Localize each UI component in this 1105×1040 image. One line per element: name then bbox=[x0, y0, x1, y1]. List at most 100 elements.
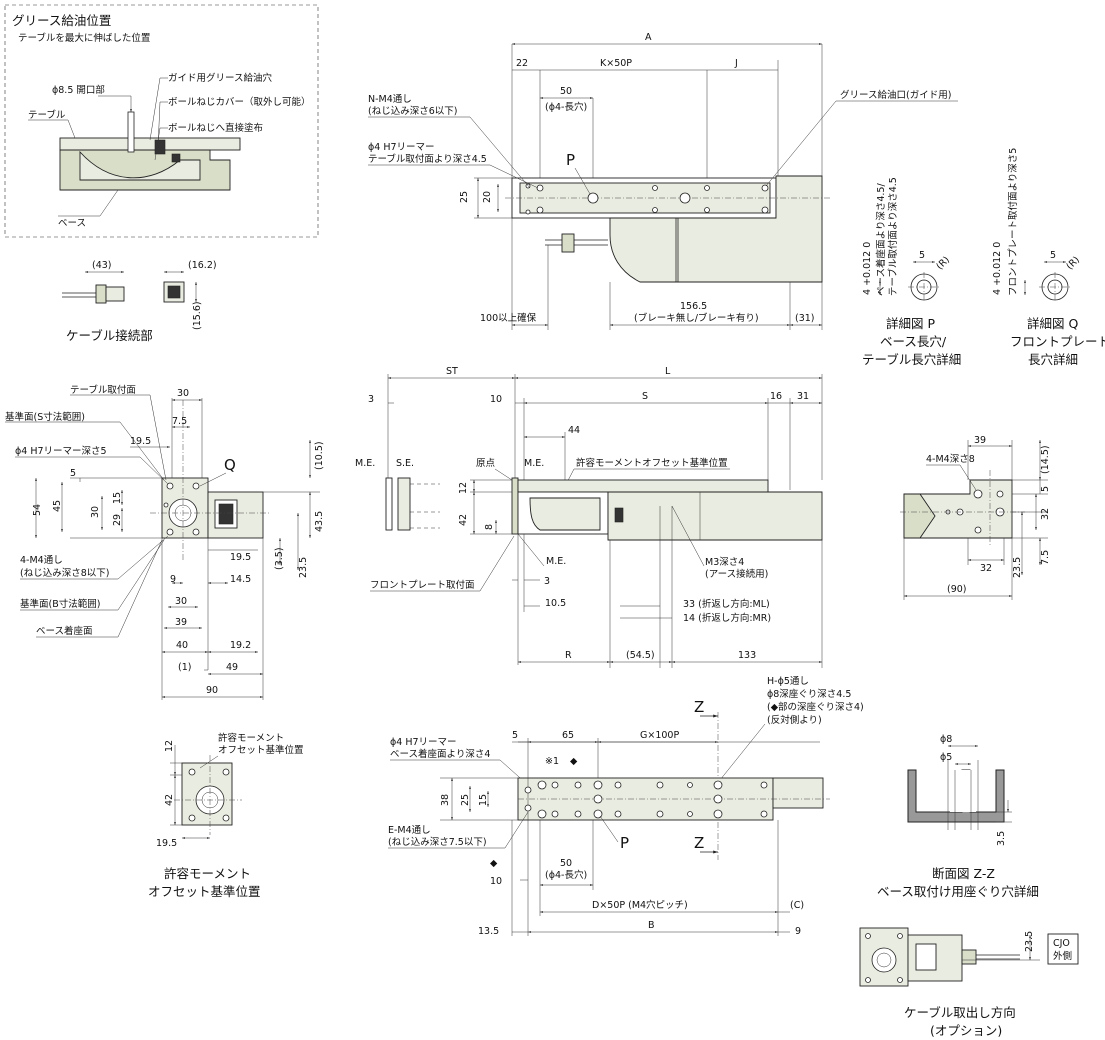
front-dim-19-2: 19.2 bbox=[230, 640, 251, 651]
detail-p-tolerance: 4 +0.012 0 bbox=[862, 242, 873, 295]
front-view: 30 テーブル取付面 7.5 基準面(S寸法範囲) 19.5 ϕ4 H7リーマー… bbox=[5, 384, 325, 700]
zz-caption-2: ベース取付け用座ぐり穴詳細 bbox=[877, 884, 1039, 899]
bottom-dim-38: 38 bbox=[440, 794, 451, 806]
side-motor bbox=[607, 491, 823, 541]
front-dim-9: 9 bbox=[170, 574, 176, 585]
side-dim-10: 10 bbox=[490, 394, 502, 405]
bottom-dim-65: 65 bbox=[562, 730, 574, 741]
rear-view: 39 4-M4深さ8 (14.5) 5 32 32 23.5 7.5 (90) bbox=[900, 435, 1051, 600]
dim-R: R bbox=[565, 650, 572, 661]
dim-phi4-slot: (ϕ4-長穴) bbox=[545, 101, 587, 113]
bottom-dim-DxP: D×50P (M4穴ピッチ) bbox=[592, 899, 688, 911]
front-dim-15: 15 bbox=[112, 492, 123, 504]
h7-label-2: テーブル取付面より深さ4.5 bbox=[368, 153, 487, 165]
front-dim-43-5: 43.5 bbox=[314, 511, 325, 532]
dim-14-mr: 14 (折返し方向:MR) bbox=[683, 612, 771, 624]
top-view: A 22 K×50P J 50 (ϕ4-長穴) P bbox=[368, 32, 958, 330]
side-front-plate bbox=[511, 477, 519, 535]
rear-dim-90: (90) bbox=[947, 584, 967, 595]
front-dim-49: 49 bbox=[226, 662, 238, 673]
front-dim-90: 90 bbox=[206, 685, 218, 696]
ref-s-label: 基準面(S寸法範囲) bbox=[5, 411, 85, 423]
h7-depth5-label: ϕ4 H7リーマー深さ5 bbox=[15, 446, 107, 457]
detail-q-5: 5 bbox=[1050, 250, 1056, 261]
ball-direct-label: ボールねじへ直接塗布 bbox=[168, 122, 263, 134]
detail-p-caption-3: テーブル長穴詳細 bbox=[862, 352, 961, 367]
hphi-label-3: (◆部の深座ぐり深さ4) bbox=[767, 701, 864, 713]
rear-dim-32a: 32 bbox=[1040, 508, 1051, 520]
bottom-dim-9: 9 bbox=[795, 926, 801, 937]
detail-q-caption-3: 長穴詳細 bbox=[1028, 352, 1078, 367]
side-origin: 原点 bbox=[476, 458, 496, 469]
moment-label-1: 許容モーメント bbox=[218, 732, 284, 744]
side-ME2: M.E. bbox=[524, 458, 544, 469]
h7-label-1: ϕ4 H7リーマー bbox=[368, 142, 435, 153]
front-dim-23-5: 23.5 bbox=[298, 557, 309, 578]
side-SE: S.E. bbox=[396, 458, 414, 469]
bottom-dim-C: (C) bbox=[790, 900, 804, 911]
detail-p: 4 +0.012 0 ベース着座面より深さ4.5/ テーブル取付面より深さ4.5… bbox=[862, 177, 961, 367]
front-dim-10-5: (10.5) bbox=[314, 441, 325, 470]
guide-grease-hole-label: ガイド用グリース給油穴 bbox=[168, 72, 273, 84]
front-dim-19-5b: 19.5 bbox=[230, 552, 251, 563]
rear-m4-depth8: 4-M4深さ8 bbox=[926, 454, 975, 465]
em4-label-1: E-M4通し bbox=[388, 825, 431, 836]
side-ME3: M.E. bbox=[546, 556, 566, 567]
detail-q-caption-2: フロントプレート bbox=[1010, 334, 1105, 349]
cable-option-caption-2: (オプション) bbox=[930, 1023, 1002, 1038]
detail-q-tolerance: 4 +0.012 0 bbox=[992, 242, 1003, 295]
front-plate-face-label: フロントプレート取付面 bbox=[370, 580, 475, 591]
ref-b-label: 基準面(B寸法範囲) bbox=[20, 598, 100, 610]
section-Z-bottom: Z bbox=[694, 834, 704, 852]
side-dim-8: 8 bbox=[484, 524, 495, 530]
side-dim-3: 3 bbox=[368, 394, 374, 405]
rear-dim-32b: 32 bbox=[980, 563, 992, 574]
dim-50: 50 bbox=[560, 86, 572, 97]
bottom-motor bbox=[772, 777, 824, 809]
detail-p-R: (R) bbox=[934, 254, 952, 272]
dim-156-5: 156.5 bbox=[680, 301, 707, 312]
grease-box-title: グリース給油位置 bbox=[12, 13, 111, 28]
m3-depth-label: M3深さ4 bbox=[705, 557, 744, 568]
m4-thru-label-2: (ねじ込み深さ8以下) bbox=[20, 568, 109, 579]
rear-dim-5: 5 bbox=[1040, 486, 1051, 492]
side-dim-10-5: 10.5 bbox=[545, 598, 566, 609]
dim-25: 25 bbox=[459, 191, 470, 203]
grease-port-label: グリース給油口(ガイド用) bbox=[840, 89, 951, 101]
dim-L: L bbox=[665, 366, 671, 377]
moment-caption-2: オフセット基準位置 bbox=[148, 884, 261, 899]
note-1: ※1 bbox=[545, 756, 559, 767]
dim-22: 22 bbox=[516, 58, 528, 69]
section-Z-top: Z bbox=[694, 698, 704, 716]
grease-position-box: グリース給油位置 テーブルを最大に伸ばした位置 ϕ8.5 開口部 ガイド用グリー… bbox=[4, 4, 319, 238]
bottom-view: 5 65 G×100P Z Z ϕ4 H7リーマー ベース着座面より深さ4 ※1… bbox=[388, 676, 864, 937]
section-zz: ϕ8 ϕ5 3.5 断面図 Z-Z ベース取付け用座ぐり穴詳細 bbox=[877, 734, 1039, 899]
side-ME1: M.E. bbox=[355, 458, 375, 469]
cjo-label-1: CJO bbox=[1053, 938, 1070, 949]
cable-dim-16-2: (16.2) bbox=[188, 260, 217, 271]
side-table bbox=[517, 479, 769, 493]
cable-connection-caption: ケーブル接続部 bbox=[66, 328, 153, 343]
front-dim-45: 45 bbox=[52, 500, 63, 512]
front-dim-39: 39 bbox=[175, 617, 187, 628]
detail-p-caption-1: 詳細図 P bbox=[886, 316, 935, 331]
m4-thru-label-1: 4-M4通し bbox=[20, 555, 63, 566]
front-dim-30c: 30 bbox=[175, 596, 187, 607]
table-face-label: テーブル取付面 bbox=[70, 384, 136, 396]
nm4-label-1: N-M4通し bbox=[368, 94, 412, 105]
front-dim-40: 40 bbox=[176, 640, 188, 651]
front-dim-1: (1) bbox=[178, 662, 191, 673]
nm4-label-2: (ねじ込み深さ6以下) bbox=[368, 106, 457, 117]
mark-P: P bbox=[566, 151, 575, 169]
dim-33-ml: 33 (折返し方向:ML) bbox=[683, 598, 770, 610]
bottom-dim-GxP: G×100P bbox=[640, 730, 679, 741]
bottom-dim-13-5: 13.5 bbox=[478, 926, 499, 937]
bottom-dim-15: 15 bbox=[478, 794, 489, 806]
mark-Q: Q bbox=[224, 456, 236, 474]
side-dim-44: 44 bbox=[568, 425, 580, 436]
zz-caption-1: 断面図 Z-Z bbox=[932, 866, 995, 881]
hphi-label-2: ϕ8深座ぐり深さ4.5 bbox=[767, 688, 851, 700]
moment-dim-42: 42 bbox=[164, 794, 175, 806]
front-dim-14-5: 14.5 bbox=[230, 574, 251, 585]
